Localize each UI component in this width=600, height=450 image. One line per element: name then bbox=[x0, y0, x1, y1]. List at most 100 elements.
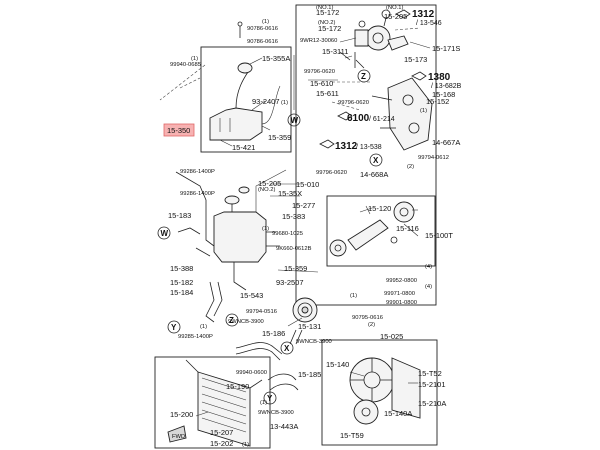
water-pump-detail-box bbox=[326, 195, 436, 267]
svg-text:(NO.2): (NO.2) bbox=[318, 20, 335, 26]
label-15-183: 15-183 bbox=[168, 211, 191, 220]
label-15-172: 15-172 bbox=[318, 24, 341, 33]
label-99794-0516: 99794-0516 bbox=[246, 309, 277, 315]
pump-pulley-drawing bbox=[292, 297, 318, 323]
label-99286-1400P: 99286-1400P bbox=[180, 191, 215, 197]
label-15-186: 15-186 bbox=[262, 329, 285, 338]
coolant-reservoir-drawing bbox=[175, 169, 287, 291]
label-15-610: 15-610 bbox=[310, 79, 333, 88]
callout-y-low[interactable]: Y bbox=[263, 391, 277, 405]
svg-text:1312: 1312 bbox=[412, 9, 435, 20]
label-15-184: 15-184 bbox=[170, 288, 193, 297]
reservoir-upper-drawing bbox=[159, 21, 295, 141]
label-99796-0620: 99796-0620 bbox=[304, 69, 335, 75]
radiator-drawing bbox=[185, 359, 263, 447]
label-15-T59: 15-T59 bbox=[340, 431, 364, 440]
ref-1312-b[interactable]: 1312 / 13-538 bbox=[319, 139, 382, 152]
label-15-359: 15-359 bbox=[268, 133, 291, 142]
svg-text:X: X bbox=[284, 344, 290, 353]
label-15-421: 15-421 bbox=[232, 143, 255, 152]
callout-y-mid[interactable]: Y bbox=[167, 320, 181, 334]
svg-text:/ 13-538: / 13-538 bbox=[356, 144, 382, 151]
ref-1380[interactable]: 1380 / 13-682B bbox=[411, 71, 462, 90]
svg-text:Z: Z bbox=[229, 316, 234, 325]
fwd-arrow: FWD bbox=[167, 425, 187, 443]
label-15-210A: 15-210A bbox=[418, 399, 446, 408]
label-15-140A: 15-140A bbox=[384, 409, 412, 418]
svg-text:1380: 1380 bbox=[428, 72, 451, 83]
fan-assembly-box bbox=[321, 339, 438, 446]
label-15-182: 15-182 bbox=[170, 278, 193, 287]
svg-text:(1): (1) bbox=[262, 19, 269, 25]
callout-x-top[interactable]: X bbox=[369, 153, 383, 167]
svg-text:6100: 6100 bbox=[347, 113, 370, 124]
callout-w-top[interactable]: W bbox=[287, 113, 301, 127]
label-15-152: 15-152 bbox=[426, 97, 449, 106]
svg-text:1312: 1312 bbox=[335, 141, 358, 152]
label-15-205: 15-205 bbox=[384, 12, 407, 21]
callout-z-top[interactable]: Z bbox=[357, 69, 371, 83]
label-93-2507: 93-2507 bbox=[276, 278, 304, 287]
callout-w-mid[interactable]: W bbox=[157, 226, 171, 240]
label-99285-1400P: 99285-1400P bbox=[178, 334, 213, 340]
svg-text:(1): (1) bbox=[200, 324, 207, 330]
svg-text:(1): (1) bbox=[262, 226, 269, 232]
ref-6100[interactable]: 6100 / 61-214 bbox=[337, 111, 395, 124]
label-15-35X: 15-35X bbox=[278, 189, 302, 198]
label-99796-0620: 99796-0620 bbox=[338, 100, 369, 106]
leader-lines bbox=[195, 37, 431, 417]
svg-text:15-350: 15-350 bbox=[167, 126, 190, 135]
svg-text:(NO.1): (NO.1) bbox=[386, 5, 403, 11]
label-15-3111: 15-3111 bbox=[322, 47, 348, 56]
water-pump-detail-drawing bbox=[329, 201, 415, 257]
svg-text:(1): (1) bbox=[260, 400, 267, 406]
callout-z-mid[interactable]: Z bbox=[225, 313, 239, 327]
label-15-T52: 15-T52 bbox=[418, 369, 442, 378]
label-90786-0616: 90786-0616 bbox=[247, 26, 278, 32]
label-99286-1400P: 99286-1400P bbox=[180, 169, 215, 175]
label-99952-0800: 99952-0800 bbox=[386, 278, 417, 284]
label-9WNCB-3900: 9WNCB-3900 bbox=[258, 410, 294, 416]
svg-text:/ 13-682B: / 13-682B bbox=[431, 83, 462, 90]
label-15-116: 15-116 bbox=[396, 224, 419, 233]
radiator-box bbox=[154, 356, 271, 449]
label-99971-0800: 99971-0800 bbox=[384, 291, 415, 297]
label-15-172: 15-172 bbox=[316, 8, 339, 17]
svg-text:(1): (1) bbox=[350, 293, 357, 299]
svg-text:(4): (4) bbox=[425, 284, 432, 290]
label-15-543: 15-543 bbox=[240, 291, 263, 300]
svg-text:(NO.1): (NO.1) bbox=[316, 5, 333, 11]
label-15-010: 15-010 bbox=[296, 180, 319, 189]
label-15-171S: 15-171S bbox=[432, 44, 460, 53]
label-15-202: 15-202 bbox=[210, 439, 233, 448]
label-15-383: 15-383 bbox=[282, 212, 305, 221]
label-15-100T: 15-100T bbox=[425, 231, 453, 240]
svg-text:(1): (1) bbox=[281, 100, 288, 106]
label-9WNCB-3900: 9WNCB-3900 bbox=[296, 339, 332, 345]
label-15-120: 15-120 bbox=[368, 204, 391, 213]
svg-text:X: X bbox=[373, 156, 379, 165]
label-15-277: 15-277 bbox=[292, 201, 315, 210]
part-15-350-highlight[interactable]: 15-350 bbox=[163, 123, 195, 137]
reservoir-assembly-box bbox=[200, 46, 292, 153]
svg-text:(NO.2): (NO.2) bbox=[258, 187, 275, 193]
label-15-2101: 15-2101 bbox=[418, 380, 446, 389]
svg-text:(1): (1) bbox=[191, 56, 198, 62]
callout-x-low[interactable]: X bbox=[280, 341, 294, 355]
label-15-200: 15-200 bbox=[170, 410, 193, 419]
label-99680-1025: 99680-1025 bbox=[272, 231, 303, 237]
svg-text:/ 13-546: / 13-546 bbox=[416, 20, 442, 27]
label-15-025: 15-025 bbox=[380, 332, 403, 341]
label-15-140: 15-140 bbox=[326, 360, 349, 369]
water-pump-upper-drawing bbox=[339, 9, 421, 69]
label-99901-0800: 99901-0800 bbox=[386, 300, 417, 306]
svg-text:(4): (4) bbox=[425, 264, 432, 270]
svg-text:Y: Y bbox=[267, 394, 273, 403]
ref-1312-a[interactable]: 1312 / 13-546 bbox=[395, 9, 442, 27]
label-90786-0616: 90786-0616 bbox=[247, 39, 278, 45]
svg-text:Y: Y bbox=[171, 323, 177, 332]
label-15-207: 15-207 bbox=[210, 428, 233, 437]
water-pump-group-box bbox=[295, 4, 437, 306]
label-15-355A: 15-355A bbox=[262, 54, 290, 63]
